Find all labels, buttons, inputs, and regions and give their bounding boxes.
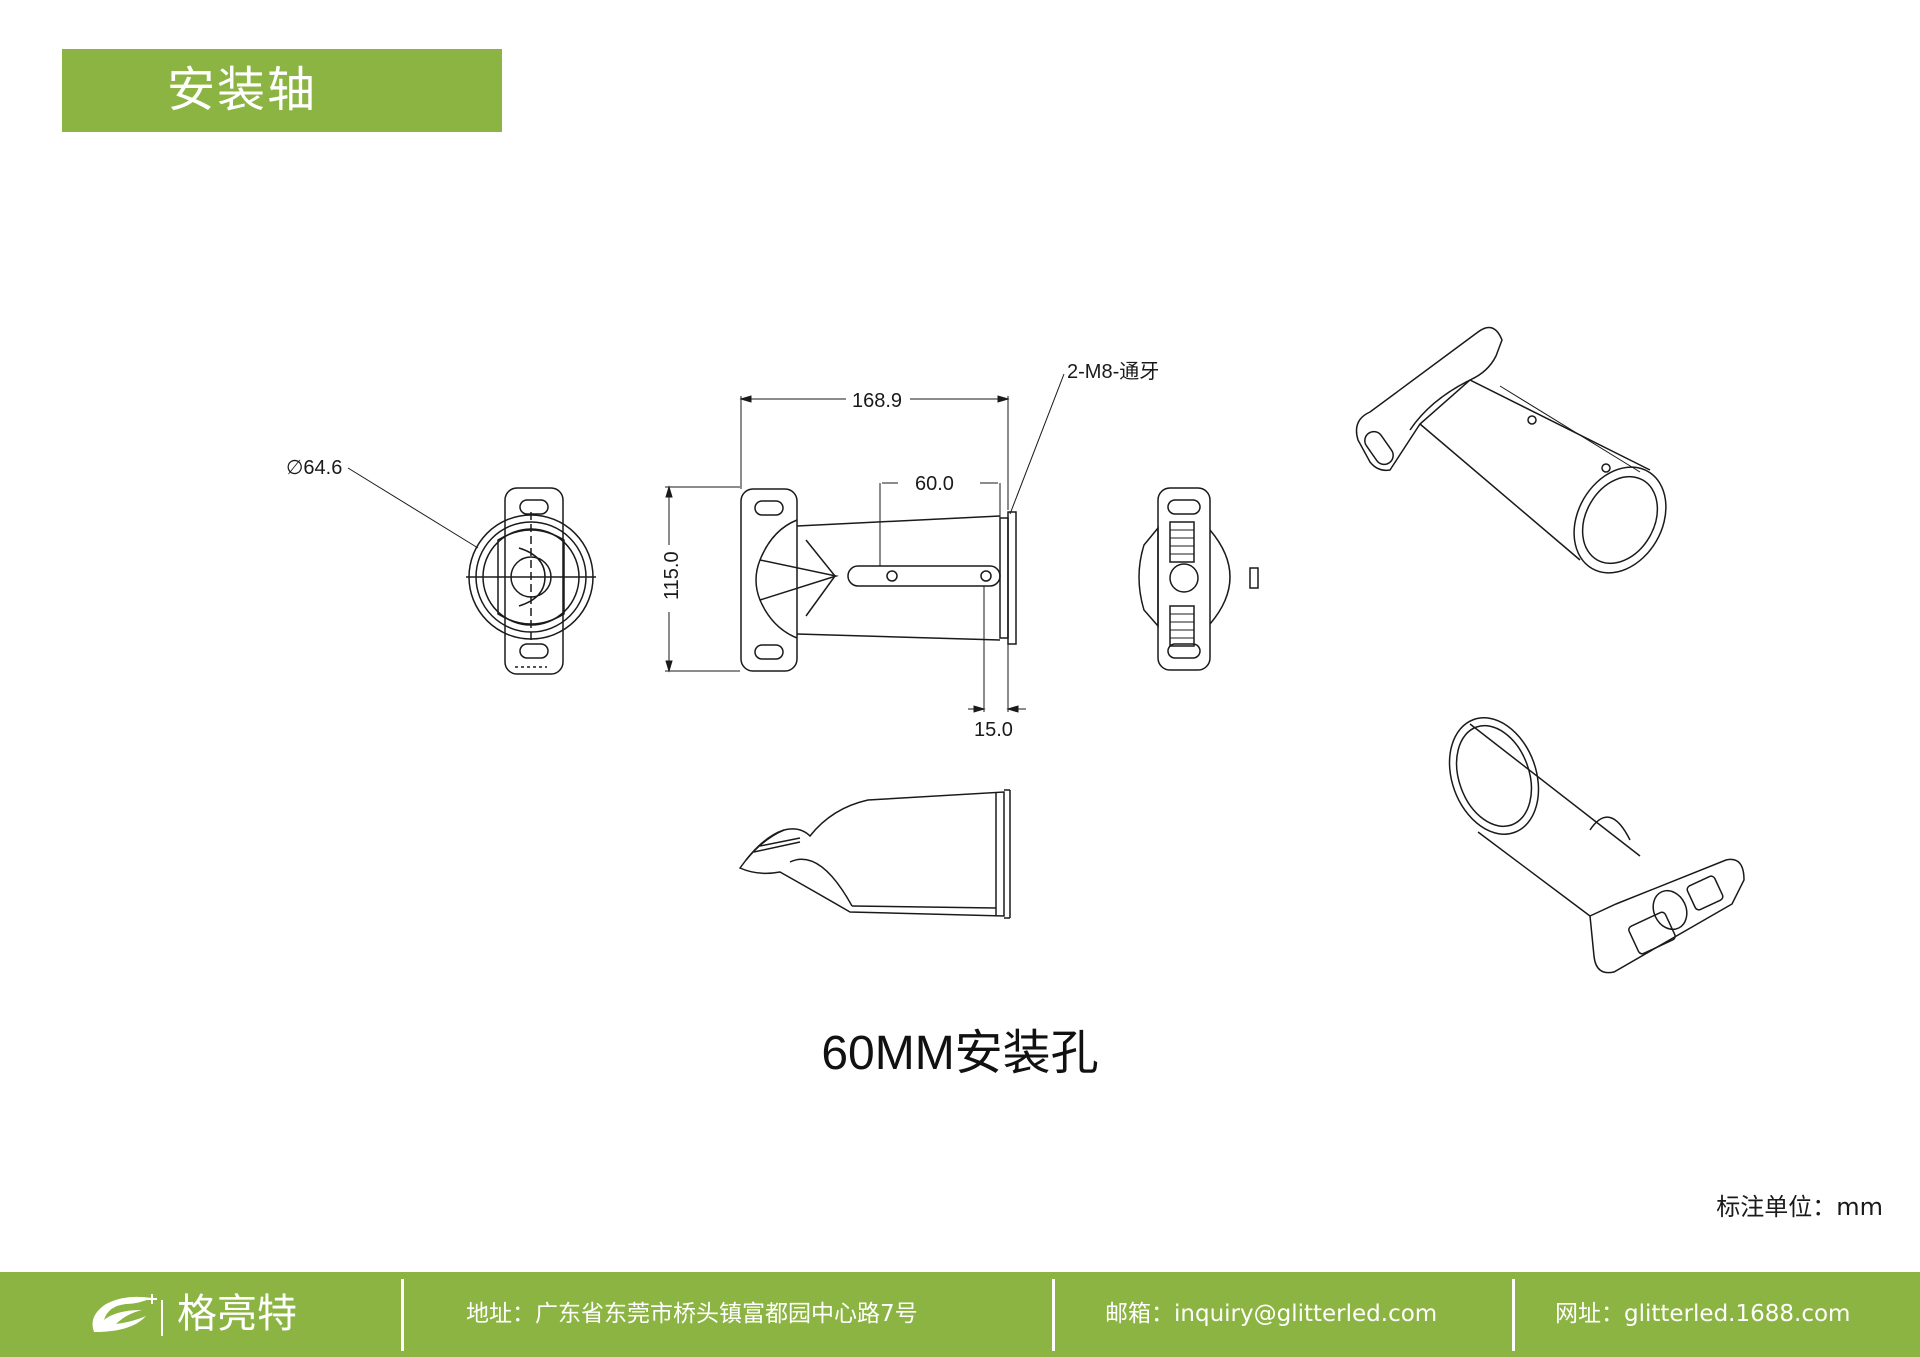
footer-address: 地址：广东省东莞市桥头镇富都园中心路7号 xyxy=(466,1301,918,1327)
brand-name: 格亮特 xyxy=(177,1291,297,1337)
thread-label: 2-M8-通牙 xyxy=(1067,360,1159,383)
footer-divider xyxy=(1052,1279,1055,1351)
length-label: 168.9 xyxy=(852,390,902,412)
front-view xyxy=(466,487,596,675)
diameter-leader xyxy=(347,467,479,549)
footer-divider xyxy=(1512,1279,1515,1351)
flange-label: 15.0 xyxy=(974,719,1013,741)
slot-label: 60.0 xyxy=(915,473,954,495)
back-view xyxy=(1138,487,1259,671)
footer-email[interactable]: 邮箱：inquiry@glitterled.com xyxy=(1105,1301,1438,1327)
page-title: 安装轴 xyxy=(62,49,502,132)
diameter-label: ∅64.6 xyxy=(286,457,342,479)
brand-logo-icon xyxy=(92,1294,163,1336)
side-view xyxy=(740,488,1017,672)
height-label: 115.0 xyxy=(661,551,683,600)
footer-divider xyxy=(401,1279,404,1351)
isometric-view-bottom xyxy=(1448,717,1745,974)
dimension-lines xyxy=(665,373,1065,713)
caption: 60MM安装孔 xyxy=(821,1027,1099,1080)
footer: 格亮特 地址：广东省东莞市桥头镇富都园中心路7号 邮箱：inquiry@glit… xyxy=(0,1272,1920,1357)
unit-note: 标注单位：mm xyxy=(1716,1193,1883,1221)
footer-website[interactable]: 网址：glitterled.1688.com xyxy=(1555,1301,1851,1327)
isometric-view-top xyxy=(1355,326,1667,574)
bottom-view xyxy=(738,789,1011,919)
